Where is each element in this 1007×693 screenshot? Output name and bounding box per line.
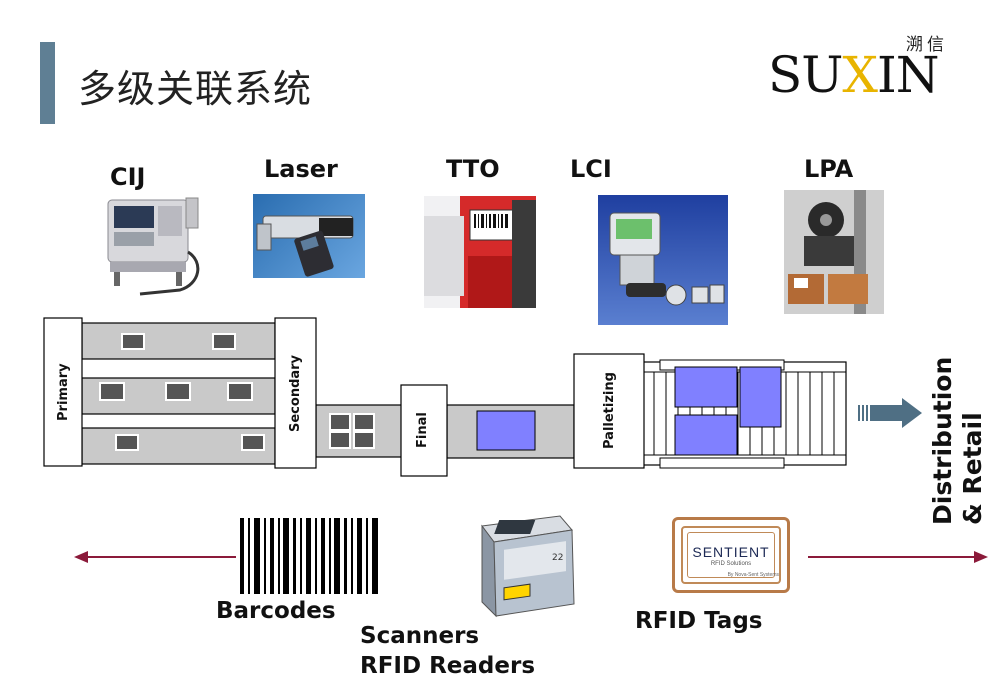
right-arrow-icon <box>808 551 988 563</box>
rfid-tag-image: SENTIENT RFID Solutions By Nova-Sent Sys… <box>672 517 790 593</box>
rfid-tag-brand: SENTIENT <box>692 544 770 560</box>
stage-label-final: Final <box>415 412 430 448</box>
rfid-tag-sub: RFID Solutions <box>710 561 752 567</box>
destination-line-2: & Retail <box>958 412 987 525</box>
lpa-applicator-image <box>784 190 884 314</box>
pallet-case-3 <box>674 414 738 456</box>
logo-chinese-text: 溯信 <box>906 35 948 55</box>
flow-arrow-icon <box>858 398 922 428</box>
rfid-tag-antenna-inner <box>687 532 775 578</box>
secondary-stage-box <box>274 317 317 469</box>
lci-printer-image <box>598 195 728 325</box>
barcode-icon <box>240 518 378 594</box>
cij-printer-image <box>100 192 210 304</box>
tech-label-lpa: LPA <box>804 155 854 183</box>
primary-stage-box <box>43 317 83 467</box>
pallet-case-2 <box>739 366 782 428</box>
stage-label-primary: Primary <box>56 363 71 421</box>
suxin-logo: SUXIN <box>768 50 940 100</box>
rfid-tag-sub-2: By Nova-Sent Systems <box>727 572 779 578</box>
primary-lanes <box>81 322 276 465</box>
tech-label-cij: CIJ <box>110 163 146 191</box>
final-stage-box <box>400 384 448 477</box>
logo-part-1: SU <box>768 46 843 104</box>
logo-part-x: X <box>842 46 878 104</box>
reader-number: 22 <box>552 553 563 563</box>
palletizing-stage-box <box>573 353 645 469</box>
rfid-tags-label: RFID Tags <box>635 608 763 634</box>
pallet-case-1 <box>674 366 738 408</box>
final-case <box>476 410 536 451</box>
rfid-reader-image: 22 <box>474 496 578 620</box>
tto-printer-image <box>424 196 536 308</box>
destination-label: Distribution& Retail <box>928 345 988 525</box>
tech-label-lci: LCI <box>570 155 612 183</box>
laser-coder-image <box>253 194 365 278</box>
rfid-tag-antenna <box>681 526 781 584</box>
rfid-readers-label: RFID Readers <box>360 653 536 679</box>
page-title: 多级关联系统 <box>78 67 313 111</box>
logo-part-2: IN <box>877 46 940 104</box>
stage-label-secondary: Secondary <box>288 354 303 432</box>
tech-label-laser: Laser <box>264 155 338 183</box>
barcodes-label: Barcodes <box>216 598 336 624</box>
destination-line-1: Distribution <box>928 356 957 525</box>
stage-label-palletizing: Palletizing <box>602 372 617 450</box>
scanners-label: Scanners <box>360 623 480 649</box>
tech-label-tto: TTO <box>446 155 500 183</box>
left-arrow-icon <box>74 551 236 563</box>
title-accent-bar <box>40 42 55 124</box>
